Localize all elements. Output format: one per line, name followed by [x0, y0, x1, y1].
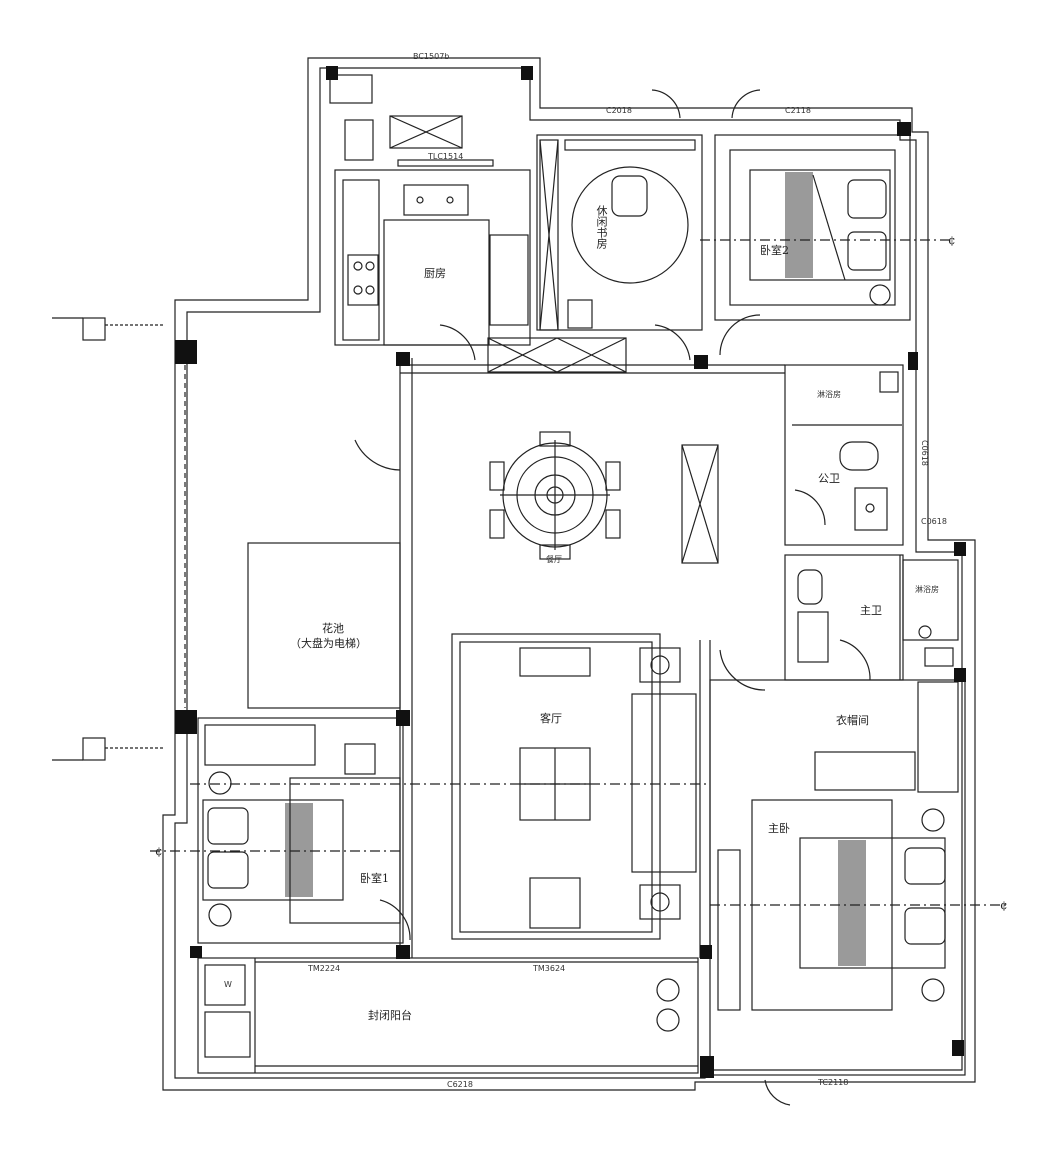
washer-label: W: [224, 980, 232, 989]
room-label-dining: 餐厅: [546, 555, 562, 564]
window-code-balcony: C6218: [447, 1080, 473, 1089]
inner-wall: [174, 67, 963, 1079]
room-label-public-bath: 公卫: [818, 472, 840, 485]
room-label-balcony: 封闭阳台: [368, 1009, 412, 1022]
room-label-living: 客厅: [540, 712, 562, 725]
svg-text:¢: ¢: [1000, 898, 1008, 912]
door-code-living: TM3624: [533, 964, 566, 973]
master-bath-wall: [784, 554, 904, 681]
window-code-kitchen: TLC1514: [428, 152, 464, 161]
svg-text:¢: ¢: [155, 844, 163, 858]
master-wall: [709, 679, 966, 1076]
window-code-study: C2018: [606, 106, 632, 115]
room-label-cloakroom: 衣帽间: [836, 714, 869, 727]
room-label-master-bath: 主卫: [860, 604, 882, 617]
public-bath-wall: [784, 364, 904, 546]
window-code-public-bath: C0618: [920, 440, 929, 466]
room-label-study: 休闲书房: [595, 205, 608, 249]
study-wall: [536, 134, 703, 331]
living-rug: [451, 633, 661, 940]
room-label-garden: 花池: [322, 622, 344, 635]
room-label-master-bedroom: 主卧: [768, 822, 790, 835]
window-code-master-bath: C0618: [921, 517, 947, 526]
bedroom1-wall: [197, 717, 404, 944]
room-label-shower-b: 淋浴房: [915, 585, 939, 594]
room-label-bedroom1: 卧室1: [360, 872, 389, 885]
door-code-bedroom1: TM2224: [308, 964, 341, 973]
window-code-master-bedroom: TC2118: [818, 1078, 849, 1087]
bedroom2-wall: [714, 134, 911, 321]
window-code-top: BC1507b: [413, 52, 450, 61]
room-label-garden-note: （大盘为电梯）: [290, 637, 367, 650]
room-label-bedroom2: 卧室2: [760, 244, 789, 257]
svg-text:¢: ¢: [948, 233, 956, 247]
room-label-kitchen: 厨房: [424, 267, 446, 280]
kitchen-wall: [334, 169, 531, 346]
room-label-shower-a: 淋浴房: [817, 390, 841, 399]
balcony-wall: [197, 957, 699, 1074]
outer-wall: [162, 57, 976, 1091]
window-code-bedroom2: C2118: [785, 106, 811, 115]
